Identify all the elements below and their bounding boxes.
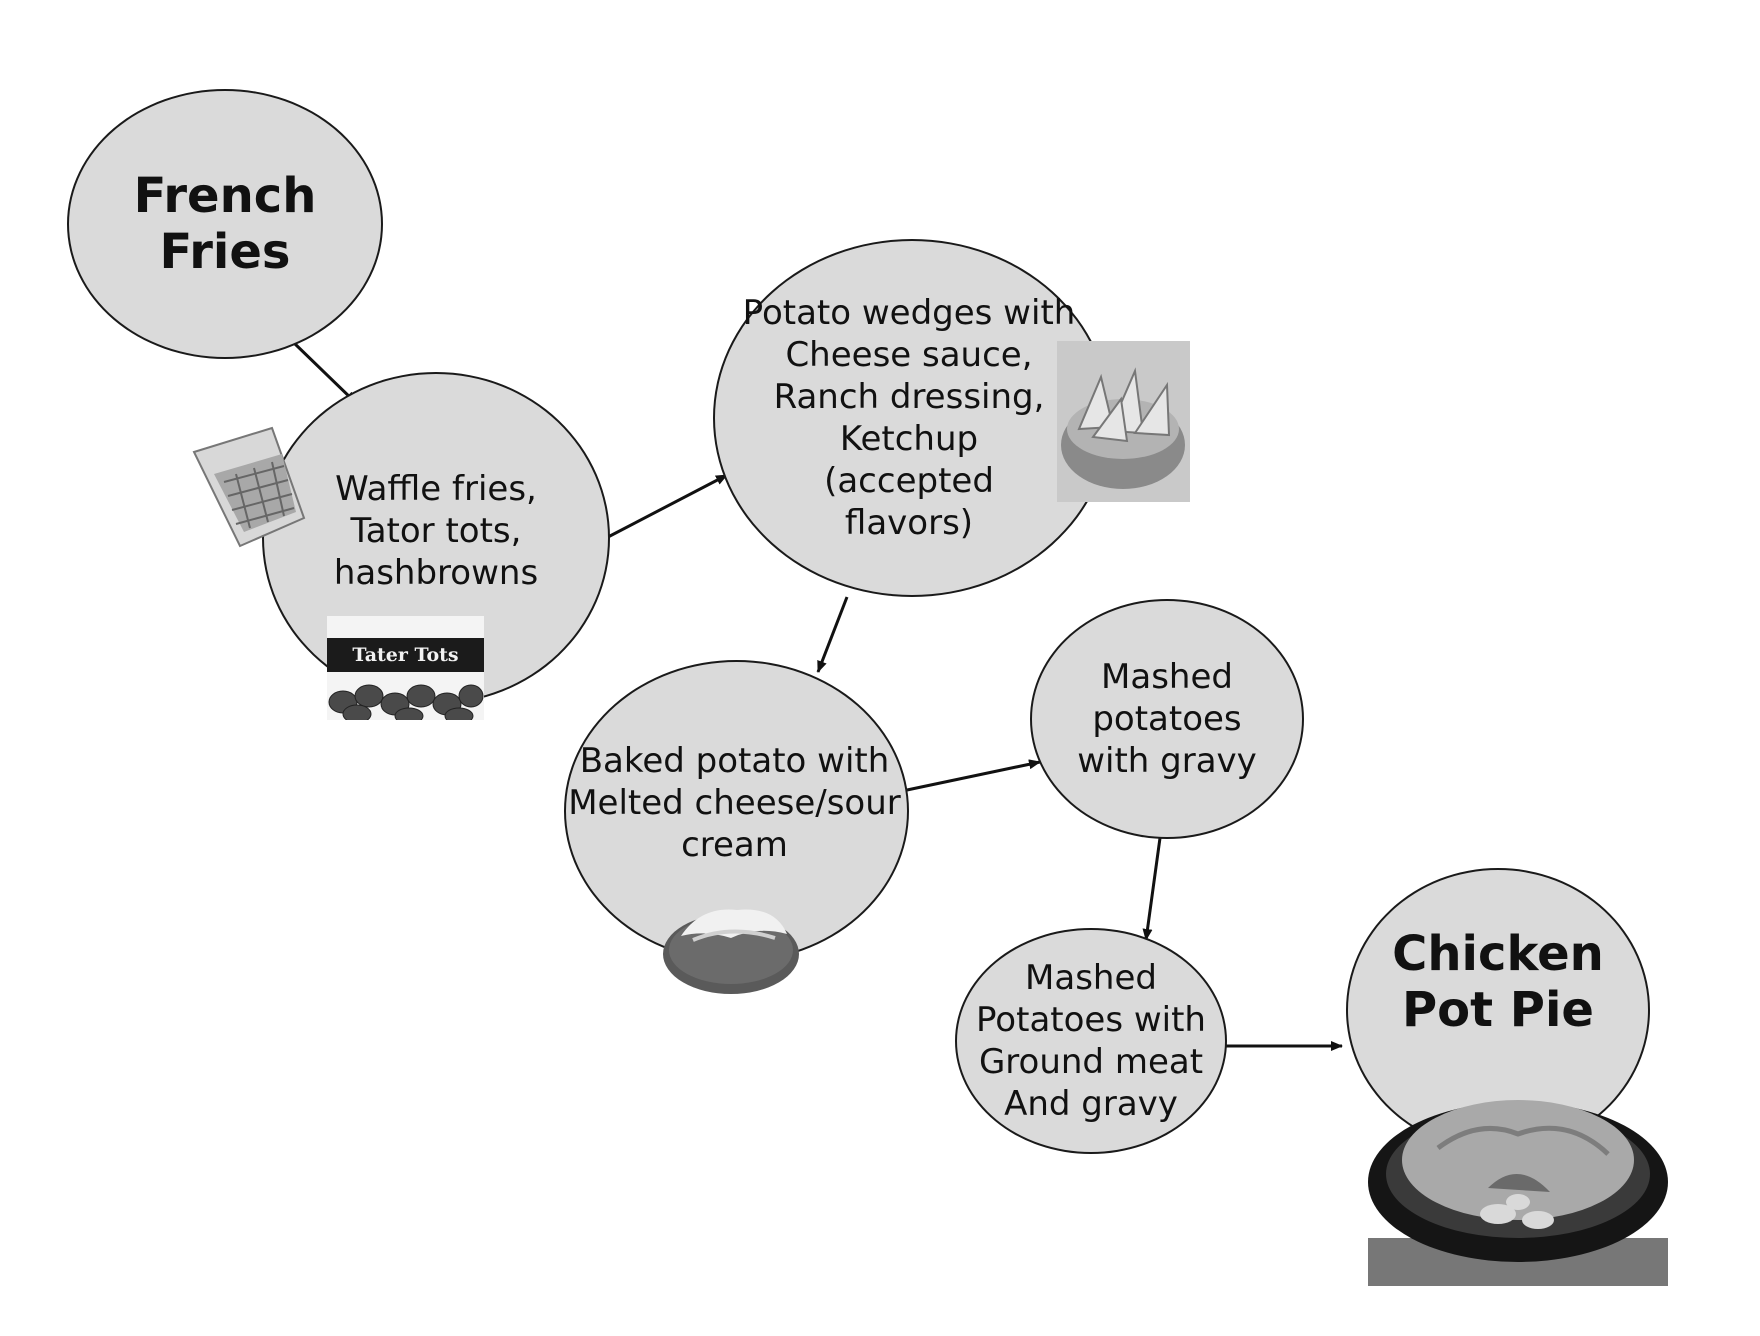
node-label: Chicken Pot Pie [1392,926,1604,1038]
node-label: Baked potato with Melted cheese/sour cre… [568,741,901,865]
node-label: Potato wedges with Cheese sauce, Ranch d… [742,293,1076,543]
tater-tots-label-band: Tater Tots [327,638,484,672]
arrow-potato-wedges-to-baked-potato [816,596,849,673]
node-label: French Fries [133,168,317,280]
tater-tots-pile [328,684,484,720]
arrow-waffle-fries-to-potato-wedges [607,473,728,539]
node-mashed-meat: Mashed Potatoes with Ground meat And gra… [955,928,1227,1154]
arrow-french-fries-to-waffle-fries [291,340,358,405]
node-label: Mashed Potatoes with Ground meat And gra… [976,958,1206,1124]
baked-potato-photo [663,909,799,994]
node-mashed-gravy: Mashed potatoes with gravy [1030,599,1304,839]
waffle-fries-photo [192,426,306,548]
tater-tots-brand: Tater Tots [352,644,459,666]
potato-wedges-photo [1057,341,1190,502]
node-french-fries: French Fries [67,89,383,359]
arrow-baked-potato-to-mashed-gravy [906,759,1041,792]
arrow-mashed-gravy-to-mashed-meat [1142,837,1162,941]
node-label: Mashed potatoes with gravy [1077,657,1257,781]
node-potato-wedges: Potato wedges with Cheese sauce, Ranch d… [713,239,1111,597]
node-waffle-fries: Waffle fries, Tator tots, hashbrowns [262,372,610,704]
node-label: Waffle fries, Tator tots, hashbrowns [333,469,539,593]
tater-tots-photo: Tater Tots [327,616,484,720]
chicken-pot-pie-photo [1368,1100,1668,1286]
